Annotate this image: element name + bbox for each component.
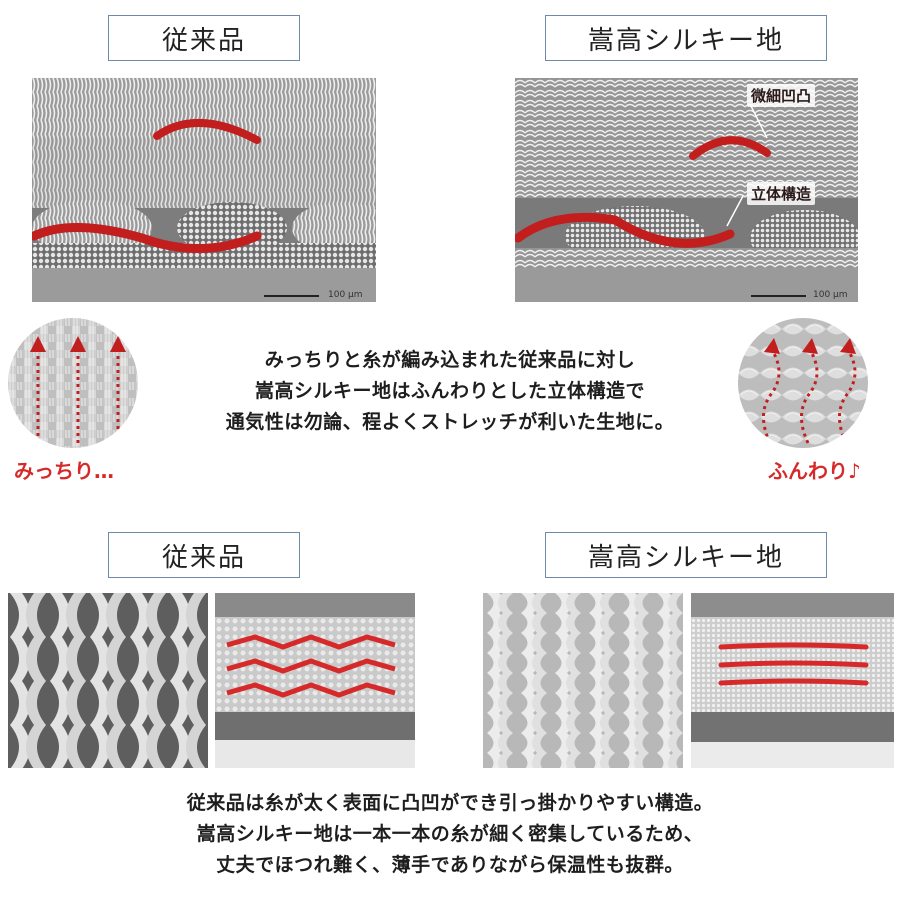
silky-surface-section (691, 593, 894, 768)
bottom-caption-line: 丈夫でほつれ難く、薄手でありながら保温性も抜群。 (216, 854, 684, 876)
top-left-label: 従来品 (108, 15, 300, 61)
bottom-caption: 従来品は糸が太く表面に凸凹ができ引っ掛かりやすい構造。 嵩高シルキー地は一本一本… (0, 788, 900, 881)
fluffy-weave-circle (738, 318, 868, 448)
conventional-surface-section (215, 593, 415, 768)
middle-caption-line: みっちりと糸が編み込まれた従来品に対し (264, 349, 636, 371)
conventional-knit-closeup (8, 593, 208, 768)
bottom-left-label: 従来品 (108, 532, 300, 578)
scale-bar (264, 295, 319, 297)
3d-structure-tag: 立体構造 (747, 182, 816, 205)
top-right-label: 嵩高シルキー地 (545, 15, 827, 61)
scale-text: 100 μm (813, 290, 848, 300)
fine-unevenness-tag: 微細凹凸 (747, 84, 816, 107)
silky-knit-closeup (483, 593, 683, 768)
middle-caption-line: 通気性は勿論、程よくストレッチが利いた生地に。 (225, 411, 675, 433)
bottom-caption-line: 従来品は糸が太く表面に凸凹ができ引っ掛かりやすい構造。 (186, 792, 714, 814)
middle-caption-line: 嵩高シルキー地はふんわりとした立体構造で (254, 380, 645, 402)
dense-label: みっちり… (14, 459, 114, 483)
scale-text: 100 μm (328, 290, 363, 300)
middle-caption: みっちりと糸が編み込まれた従来品に対し 嵩高シルキー地はふんわりとした立体構造で… (0, 345, 900, 438)
dense-weave-circle (8, 318, 138, 448)
scale-bar (751, 295, 806, 297)
bottom-right-label: 嵩高シルキー地 (545, 532, 827, 578)
conventional-fiber-micrograph: 100 μm (32, 78, 376, 302)
silky-fiber-micrograph: 微細凹凸 立体構造 100 μm (515, 78, 858, 302)
fluffy-label: ふんわり♪ (768, 459, 861, 483)
bottom-caption-line: 嵩高シルキー地は一本一本の糸が細く密集しているため、 (196, 823, 704, 845)
